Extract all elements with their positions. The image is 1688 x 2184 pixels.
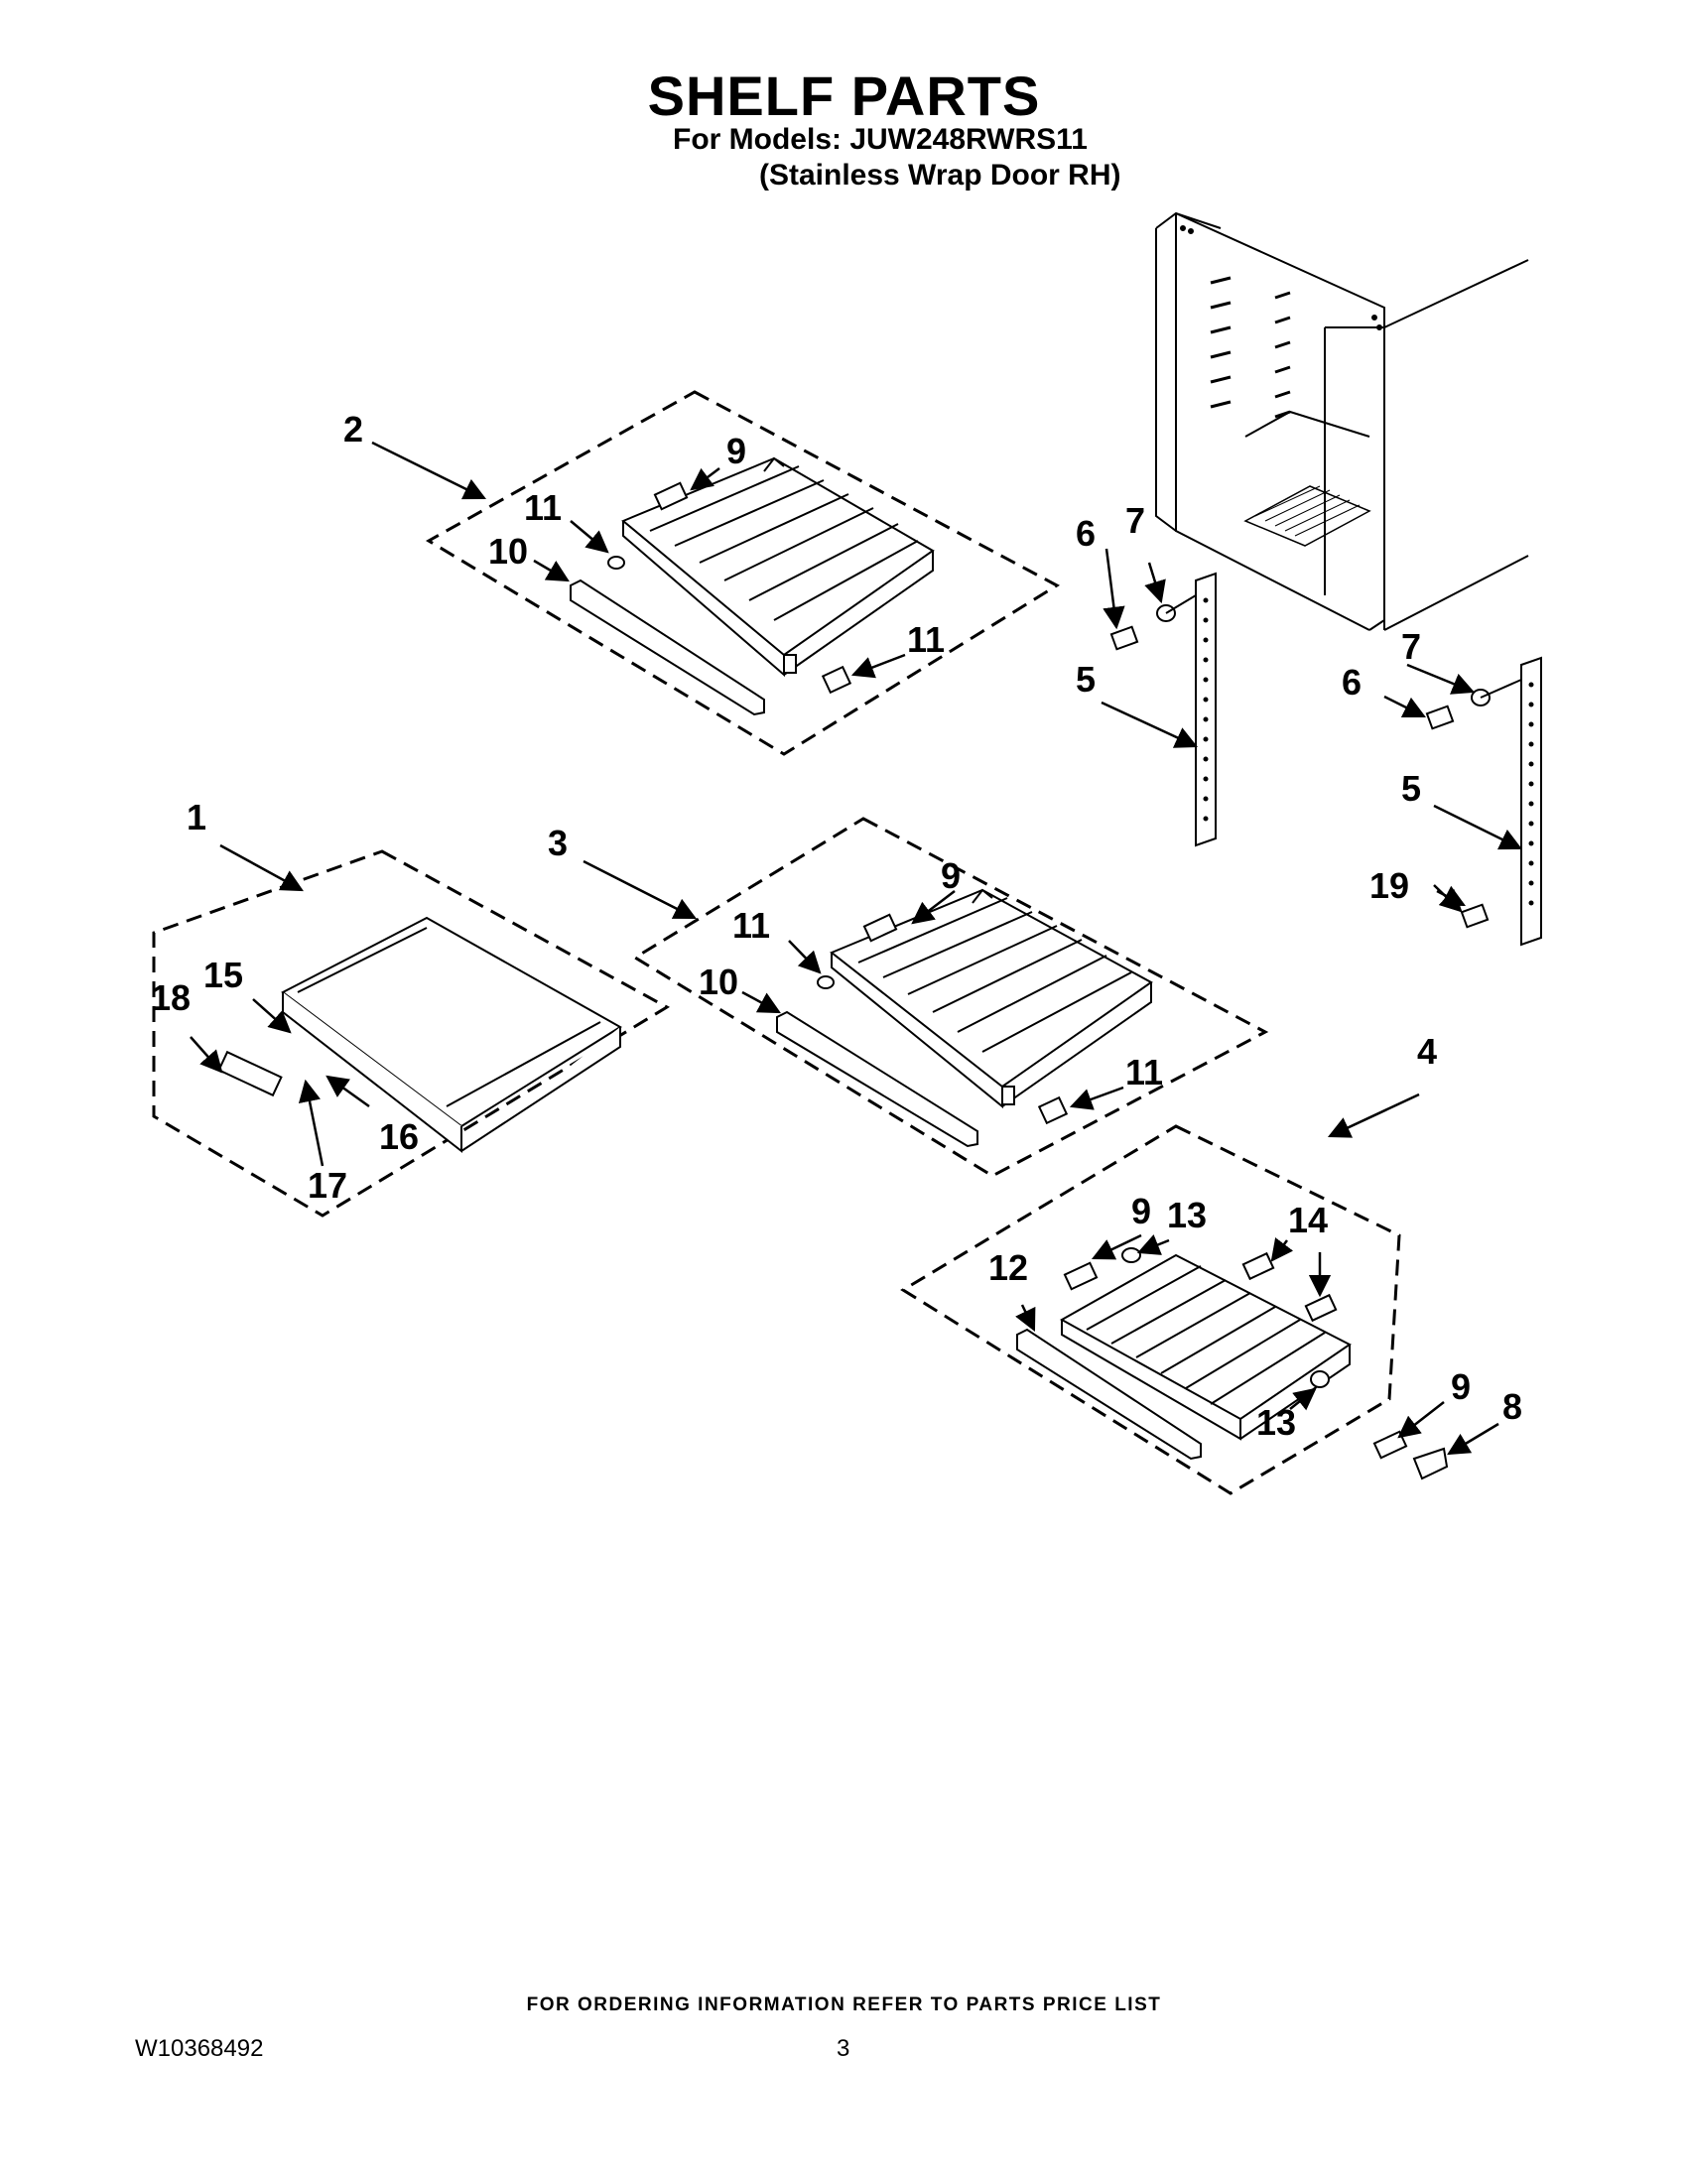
wire-shelf-top (621, 456, 935, 678)
rail-fasteners (1109, 594, 1522, 929)
shelf-group-4-outline (900, 1124, 1401, 1495)
callout-18: 18 (151, 977, 191, 1018)
callout-11: 11 (1125, 1052, 1163, 1092)
shelf-trim-middle (776, 1010, 978, 1148)
callout-9: 9 (1451, 1366, 1471, 1407)
callout-13: 13 (1256, 1402, 1296, 1443)
callout-9: 9 (1131, 1191, 1151, 1231)
callout-14: 14 (1288, 1200, 1328, 1240)
shelf-trim-top (570, 578, 765, 716)
callout-11: 11 (732, 905, 770, 946)
ordering-note: FOR ORDERING INFORMATION REFER TO PARTS … (526, 1994, 1162, 2015)
shelf-rail-right (1520, 656, 1542, 947)
callout-12: 12 (988, 1247, 1028, 1288)
shelf-hardware-top (607, 481, 852, 695)
callout-10: 10 (699, 962, 738, 1002)
callout-4: 4 (1417, 1031, 1437, 1072)
shelf-trim-bottom (1016, 1328, 1202, 1461)
callout-16: 16 (379, 1116, 419, 1157)
callout-5: 5 (1076, 659, 1096, 700)
shelf-hardware-bottom (1063, 1247, 1449, 1480)
callout-labels: 1 2 3 4 5 5 6 6 7 7 8 9 9 9 9 10 10 11 1… (151, 409, 1522, 1443)
page-title: SHELF PARTS (647, 64, 1041, 127)
shelf-rail-left (1195, 572, 1217, 847)
callout-11: 11 (524, 487, 562, 528)
callout-11: 11 (907, 619, 945, 660)
callout-9: 9 (941, 855, 961, 896)
shelf-group-2-outline (426, 390, 1061, 756)
callout-10: 10 (488, 531, 528, 572)
variant-line: (Stainless Wrap Door RH) (759, 159, 1121, 192)
callout-7: 7 (1401, 626, 1421, 667)
solid-shelf (217, 916, 622, 1154)
cabinet-interior (1155, 211, 1529, 631)
callout-2: 2 (343, 409, 363, 450)
shelf-group-1-outline (152, 849, 671, 1218)
wire-shelf-bottom (1059, 1253, 1352, 1441)
document-number: W10368492 (135, 2035, 264, 2062)
callout-6: 6 (1342, 662, 1362, 703)
model-line: For Models: JUW248RWRS11 (673, 123, 1088, 156)
callout-17: 17 (308, 1165, 347, 1206)
callout-6: 6 (1076, 513, 1096, 554)
callout-1: 1 (187, 797, 206, 837)
leader-arrows (190, 441, 1523, 1456)
page-number: 3 (837, 2035, 850, 2062)
callout-15: 15 (203, 955, 243, 995)
callout-9: 9 (726, 431, 746, 471)
callout-19: 19 (1369, 865, 1409, 906)
callout-5: 5 (1401, 768, 1421, 809)
shelf-group-3-outline (632, 817, 1269, 1178)
callout-8: 8 (1502, 1386, 1522, 1427)
shelf-hardware-middle (817, 913, 1069, 1125)
callout-3: 3 (548, 823, 568, 863)
callout-7: 7 (1125, 500, 1145, 541)
callout-13: 13 (1167, 1195, 1207, 1235)
